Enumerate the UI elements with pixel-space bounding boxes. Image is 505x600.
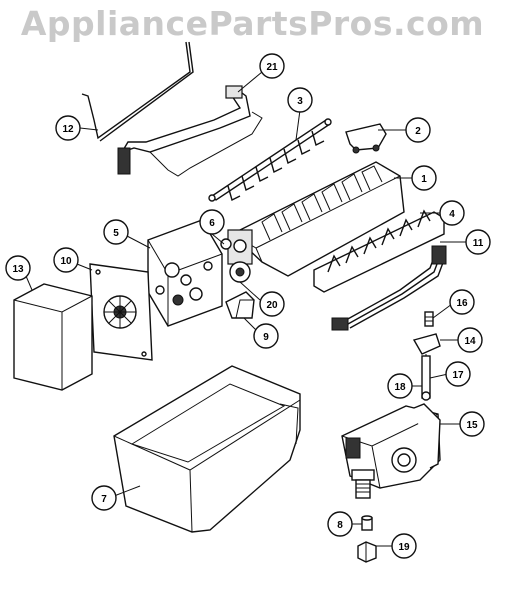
part-3-ejector	[208, 118, 332, 202]
svg-text:3: 3	[297, 96, 303, 107]
svg-text:2: 2	[415, 126, 421, 137]
callout-12: 12	[55, 115, 81, 141]
svg-text:12: 12	[62, 124, 74, 135]
callout-20: 20	[259, 291, 285, 317]
svg-text:20: 20	[266, 300, 278, 311]
svg-text:15: 15	[466, 420, 478, 431]
callout-9: 9	[253, 323, 279, 349]
callout-7: 7	[91, 485, 117, 511]
callout-17: 17	[445, 361, 471, 387]
callout-2: 2	[405, 117, 431, 143]
svg-text:21: 21	[266, 62, 278, 73]
part-6-gear	[220, 238, 232, 250]
callout-1: 1	[411, 165, 437, 191]
watermark: AppliancePartsPros.com	[20, 4, 485, 43]
svg-text:10: 10	[60, 256, 72, 267]
callout-13: 13	[5, 255, 31, 281]
callout-5: 5	[103, 219, 129, 245]
callout-8: 8	[327, 511, 353, 537]
svg-text:8: 8	[337, 520, 343, 531]
svg-text:11: 11	[473, 238, 484, 249]
part-4-stripper	[313, 209, 445, 293]
callout-14: 14	[457, 327, 483, 353]
part-21-arm	[117, 85, 263, 177]
callout-18: 18	[387, 373, 413, 399]
part-2-clip	[345, 123, 387, 154]
part-10-motor-plate	[89, 263, 153, 361]
callout-16: 16	[449, 289, 475, 315]
callout-15: 15	[459, 411, 485, 437]
callout-10: 10	[53, 247, 79, 273]
part-8-insert	[361, 515, 373, 531]
callouts: 1 2 3 4 5 6 7 8 9 10 11 12 13 14 15 16 1…	[5, 53, 491, 559]
svg-text:7: 7	[101, 494, 107, 505]
leader-lines	[25, 71, 466, 547]
part-16-screw	[424, 311, 434, 327]
part-1-mold	[227, 161, 405, 277]
svg-text:19: 19	[398, 542, 410, 553]
svg-text:4: 4	[449, 209, 455, 220]
callout-4: 4	[439, 200, 465, 226]
part-5-motor-housing	[147, 219, 223, 327]
part-7-ice-bucket	[113, 365, 301, 533]
svg-text:14: 14	[464, 336, 476, 347]
part-11-wire-harness	[331, 245, 447, 331]
svg-text:16: 16	[456, 298, 468, 309]
part-9-bracket	[225, 291, 255, 319]
callout-19: 19	[391, 533, 417, 559]
svg-text:1: 1	[421, 174, 427, 185]
part-13-cover	[13, 283, 93, 391]
part-19-nut	[357, 541, 377, 563]
svg-text:13: 13	[12, 264, 24, 275]
svg-text:5: 5	[113, 228, 119, 239]
svg-text:17: 17	[452, 370, 464, 381]
callout-11: 11	[465, 229, 491, 255]
part-17-fill-tube	[421, 355, 431, 401]
svg-text:6: 6	[209, 218, 215, 229]
part-20-thermostat	[229, 261, 251, 283]
svg-text:9: 9	[263, 332, 269, 343]
callout-21: 21	[259, 53, 285, 79]
part-15-water-valve	[341, 403, 441, 499]
svg-text:18: 18	[394, 382, 406, 393]
callout-6: 6	[199, 209, 225, 235]
part-12-bail-wire	[81, 41, 194, 142]
callout-3: 3	[287, 87, 313, 113]
